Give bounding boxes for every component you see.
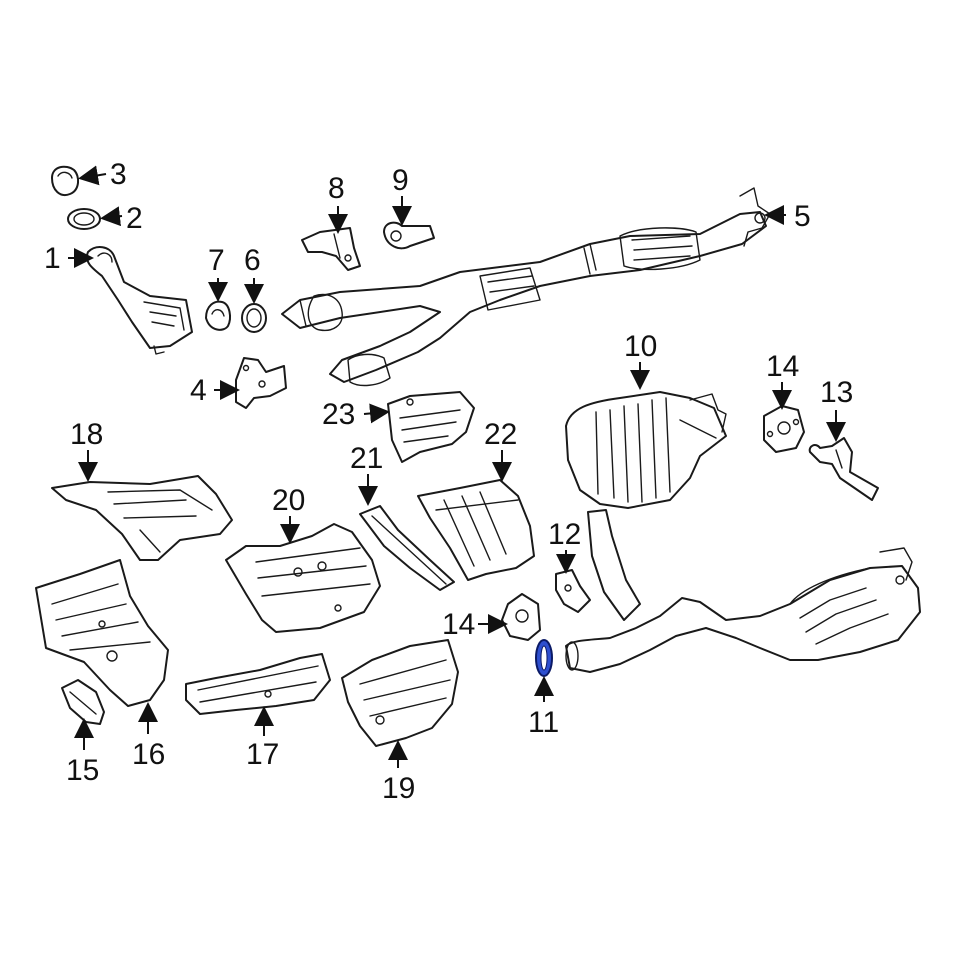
part-15-heat-shield[interactable] xyxy=(61,679,105,725)
part-14-isolator-top[interactable] xyxy=(763,405,805,453)
callout-9: 9 xyxy=(392,164,409,197)
part-2-gasket[interactable] xyxy=(67,208,101,230)
part-9-isolator[interactable] xyxy=(383,221,435,250)
callout-17: 17 xyxy=(246,738,279,771)
callout-12: 12 xyxy=(548,518,581,551)
part-8-bracket[interactable] xyxy=(301,227,361,271)
part-3-clamp[interactable] xyxy=(51,165,80,196)
part-20-heat-shield[interactable] xyxy=(225,523,381,633)
part-4-bracket[interactable] xyxy=(235,357,287,409)
part-10-muffler[interactable] xyxy=(565,391,727,509)
part-18-heat-shield[interactable] xyxy=(51,475,233,561)
callout-10: 10 xyxy=(624,330,657,363)
callout-15: 15 xyxy=(66,754,99,787)
callout-4: 4 xyxy=(190,374,207,407)
part-7-clamp[interactable] xyxy=(205,300,231,331)
callout-3: 3 xyxy=(110,158,127,191)
callout-8: 8 xyxy=(328,172,345,205)
callout-14-lower: 14 xyxy=(442,608,475,641)
callout-5: 5 xyxy=(794,200,811,233)
part-16-heat-shield[interactable] xyxy=(35,559,169,707)
callout-18: 18 xyxy=(70,418,103,451)
callout-20: 20 xyxy=(272,484,305,517)
part-19-heat-shield[interactable] xyxy=(341,639,459,747)
callout-6: 6 xyxy=(244,244,261,277)
callout-labels: 3 2 1 7 6 4 5 8 9 10 11 12 13 14 14 15 1… xyxy=(44,158,853,805)
callout-22: 22 xyxy=(484,418,517,451)
part-6-gasket[interactable] xyxy=(241,303,267,333)
callout-11: 11 xyxy=(528,706,559,739)
callout-16: 16 xyxy=(132,738,165,771)
callout-23: 23 xyxy=(322,398,355,431)
callout-21: 21 xyxy=(350,442,383,475)
part-21-bracket[interactable] xyxy=(359,505,455,591)
rear-pipe-assembly[interactable] xyxy=(565,509,921,673)
callout-7: 7 xyxy=(208,244,225,277)
callout-14-top: 14 xyxy=(766,350,799,383)
part-13-hanger[interactable] xyxy=(808,437,879,501)
callout-13: 13 xyxy=(820,376,853,409)
leader-lines xyxy=(68,165,846,768)
part-1-catalytic-converter[interactable] xyxy=(86,246,193,355)
part-14-isolator-lower[interactable] xyxy=(501,593,541,641)
part-23-heat-shield[interactable] xyxy=(387,391,475,463)
part-5-front-pipe-assembly[interactable] xyxy=(281,187,771,387)
part-12-bracket[interactable] xyxy=(555,569,591,613)
callout-1: 1 xyxy=(44,242,61,275)
callout-19: 19 xyxy=(382,772,415,805)
callout-2: 2 xyxy=(126,202,143,235)
part-11-gasket-highlighted[interactable] xyxy=(535,639,553,677)
part-17-heat-shield[interactable] xyxy=(185,653,331,715)
